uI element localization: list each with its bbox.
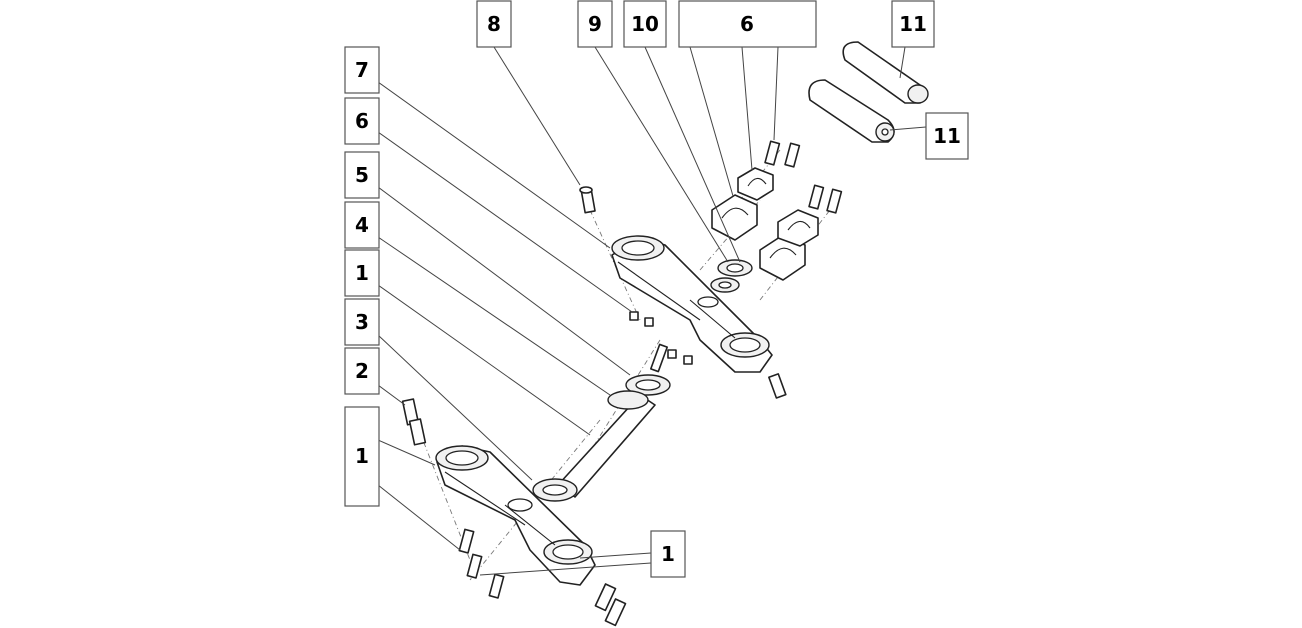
upper-triple-clamp: [611, 235, 773, 373]
assembly-axis-lines: [414, 149, 831, 581]
callout-9: 9: [577, 0, 613, 48]
bar-tubes: [808, 41, 929, 143]
callout-11-right-label: 11: [933, 124, 961, 148]
callout-4-label: 4: [355, 213, 369, 237]
callout-10: 10: [623, 0, 667, 48]
callout-2-label: 2: [355, 359, 369, 383]
callout-1-lower: 1: [344, 406, 380, 507]
handlebar-riser-right: [759, 209, 819, 281]
callout-10-label: 10: [631, 12, 659, 36]
callout-3-label: 3: [355, 310, 369, 334]
callout-1-bottom: 1: [650, 530, 686, 578]
callout-1-mid-label: 1: [355, 261, 369, 285]
callout-11-right: 11: [925, 112, 969, 160]
callout-1-lower-label: 1: [355, 444, 369, 468]
leader-lines: [377, 46, 927, 576]
lower-clamp-bolts: [401, 398, 627, 627]
callout-3: 3: [344, 298, 380, 346]
small-nuts: [629, 311, 693, 365]
callout-6-top: 6: [678, 0, 817, 48]
callout-2: 2: [344, 347, 380, 395]
top-clamp-bolt: [579, 186, 596, 214]
callout-1-bottom-label: 1: [661, 542, 675, 566]
callout-6-top-label: 6: [740, 12, 754, 36]
callout-4: 4: [344, 201, 380, 249]
callout-6-left: 6: [344, 97, 380, 145]
riser-bolts: [764, 140, 843, 214]
callout-1-mid: 1: [344, 249, 380, 297]
callout-8-label: 8: [487, 12, 501, 36]
callout-7: 7: [344, 46, 380, 94]
handlebar-riser-left: [711, 167, 774, 241]
callout-5: 5: [344, 151, 380, 199]
callout-11-top: 11: [891, 0, 935, 48]
steering-stem: [532, 343, 671, 502]
callout-6-left-label: 6: [355, 109, 369, 133]
callout-11-top-label: 11: [899, 12, 927, 36]
lower-triple-clamp: [435, 445, 596, 586]
riser-bushings: [710, 259, 753, 293]
pinch-bolt-right: [768, 373, 787, 399]
callout-8: 8: [476, 0, 512, 48]
callout-7-label: 7: [355, 58, 369, 82]
callout-9-label: 9: [588, 12, 602, 36]
callout-5-label: 5: [355, 163, 369, 187]
